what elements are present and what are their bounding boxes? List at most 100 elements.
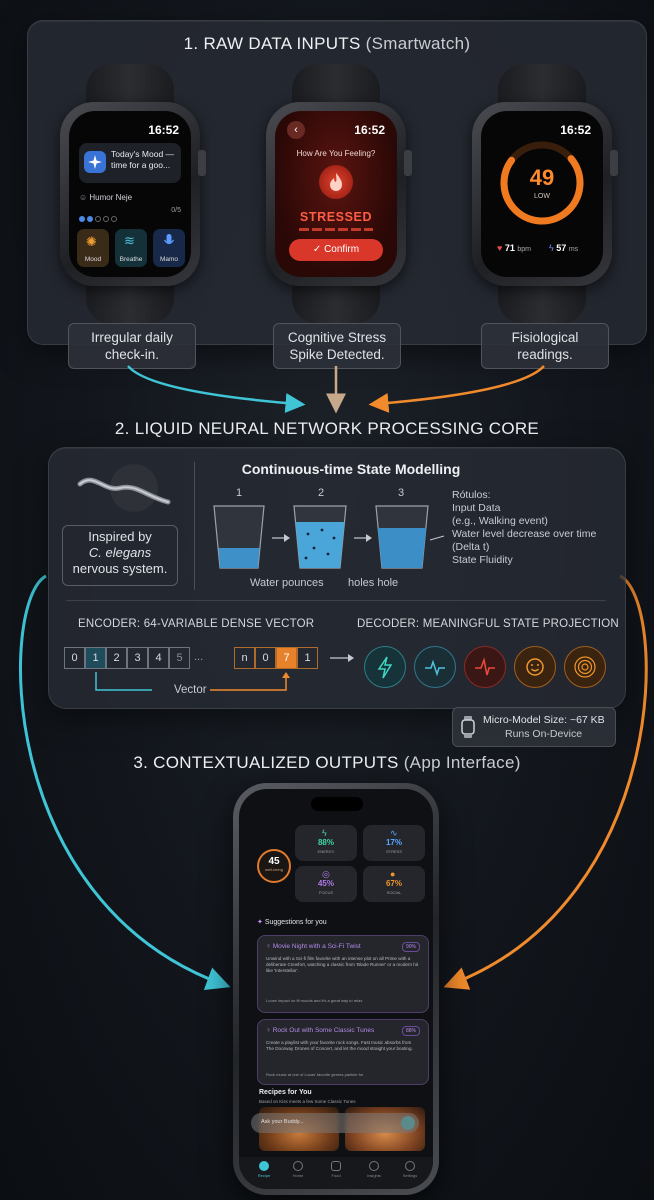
heart-rate: ♥ 71 bpm (497, 243, 531, 253)
suggestion-card-movie[interactable]: ♀ Movie Night with a Sci-Fi Twist 90% Un… (257, 935, 429, 1013)
suggestion-card-music[interactable]: ♀ Rock Out with Some Classic Tunes 88% C… (257, 1019, 429, 1085)
nav-label: Food (331, 1173, 341, 1178)
card-title-row: ♀ Rock Out with Some Classic Tunes (266, 1027, 374, 1034)
water-caption-2: holes hole (348, 577, 399, 589)
rotulo-water-level: Water level decrease over time (452, 528, 597, 540)
smartwatch-checkin: 16:52 Today's Mood — time for a goo... ☺… (50, 64, 210, 324)
worm-icon (74, 462, 174, 516)
sparkle-icon: ✦ (257, 919, 263, 926)
stress-meter (299, 228, 373, 231)
score-value: 49 (529, 165, 555, 190)
stat-label: ENERGY (317, 849, 335, 854)
tile-mamo-label: Mamo (159, 256, 179, 263)
cup-number-3: 3 (398, 487, 405, 499)
section-3-title-sub: (App Interface) (403, 753, 521, 772)
smile-icon: ☺ (79, 193, 88, 202)
stat-energy[interactable]: ϟ 88% ENERGY (295, 825, 357, 861)
micro-model-runs: Runs On-Device (505, 728, 583, 740)
rotulo-input-example: (e.g., Walking event) (452, 515, 548, 527)
nav-insights[interactable]: Insights (361, 1161, 387, 1178)
stat-label: STRESS (385, 849, 402, 854)
phone-screen: 45 well-being ϟ 88% ENERGY ∿ 17% STRESS … (239, 789, 433, 1189)
target-rings-icon (564, 646, 606, 688)
card1-title: Movie Night with a Sci-Fi Twist (272, 943, 361, 950)
ask-buddy-input[interactable]: Ask your Buddy... (251, 1113, 419, 1133)
vector-bracket (95, 672, 290, 691)
section-2-title: 2. LIQUID NEURAL NETWORK PROCESSING CORE (114, 419, 540, 438)
card1-body: Unwind with a Sci-fi film favorite with … (266, 956, 419, 974)
score-label: LOW (534, 193, 550, 200)
rotulo-input: Input Data (452, 502, 501, 514)
bpm-value: 71 (504, 243, 515, 253)
vector-cell: 1 (297, 647, 318, 669)
inspired-line-1: Inspired by (88, 529, 152, 544)
recipes-title: Recipes for You (259, 1089, 312, 1096)
bolt-icon: ϟ (549, 243, 554, 253)
nav-recipe[interactable]: Recipe (251, 1161, 277, 1178)
mood-score-ring: 45 well-being (257, 849, 291, 883)
bolt-icon: ϟ (322, 828, 327, 838)
suggestions-title-text: Suggestions for you (264, 919, 327, 926)
inspired-line-2: C. elegans (88, 545, 152, 560)
section-1-title-sub: (Smartwatch) (365, 34, 471, 53)
vector-label: Vector (174, 684, 207, 696)
vector-cell: 3 (127, 647, 148, 669)
cup-number-1: 1 (236, 487, 243, 499)
stat-focus[interactable]: ◎ 45% FOCUS (295, 866, 357, 902)
stat-stress[interactable]: ∿ 17% STRESS (363, 825, 425, 861)
confirm-button[interactable]: ✓ Confirm (289, 239, 383, 261)
nav-food[interactable]: Food (323, 1161, 349, 1178)
hrv-value: 57 (556, 243, 567, 253)
home-icon (293, 1161, 303, 1171)
inspired-line-3: nervous system. (72, 561, 168, 576)
watch-screen: 16:52 Today's Mood — time for a goo... ☺… (69, 111, 191, 277)
water-caption-1: Water pounces (250, 577, 324, 589)
nav-label: Settings (402, 1173, 418, 1178)
humor-label: Humor Neje (89, 193, 133, 202)
humor-row: ☺ Humor Neje (79, 193, 132, 202)
core-hdivider (66, 600, 606, 601)
tile-breathe[interactable]: ≋ Breathe (115, 229, 147, 267)
vector-cell: 5 (169, 647, 190, 669)
watch-screen: ‹ 16:52 How Are You Feeling? STRESSED ✓ … (275, 111, 397, 277)
nav-settings[interactable]: Settings (397, 1161, 423, 1178)
core-divider (194, 462, 195, 590)
tile-mood[interactable]: ✺ Mood (77, 229, 109, 267)
chat-icon (331, 1161, 341, 1171)
nav-home[interactable]: Home (285, 1161, 311, 1178)
card2-body: Create a playlist with your favorite roc… (266, 1040, 413, 1052)
micro-model-size: Micro-Model Size: ~67 KB (483, 714, 605, 726)
bulb-icon: ♀ (266, 943, 271, 950)
ask-buddy-placeholder: Ask your Buddy... (261, 1119, 304, 1125)
mood-score: 45 (268, 856, 280, 867)
vector-ellipsis: ... (194, 651, 204, 663)
send-icon[interactable] (401, 1116, 415, 1130)
stat-social[interactable]: ● 67% SOCIAL (363, 866, 425, 902)
mood-card[interactable]: Today's Mood — time for a goo... (79, 143, 181, 183)
rotulos-list: Rótulos: Input Data (e.g., Walking event… (452, 489, 596, 567)
card2-foot: Rock music at one of Lucas' favorite gen… (266, 1072, 364, 1077)
wind-icon: ≋ (124, 233, 135, 248)
vector-cell: 7 (276, 647, 297, 669)
heart-icon: ♥ (497, 243, 503, 253)
people-icon: ● (390, 869, 396, 879)
watch-time: 16:52 (354, 123, 385, 137)
card1-badge: 90% (401, 942, 420, 952)
stress-state: STRESSED (299, 210, 373, 224)
rotulo-delta: (Delta t) (452, 541, 490, 553)
nav-label: Insights (367, 1173, 381, 1178)
stat-label: SOCIAL (386, 890, 402, 895)
watch-icon (461, 716, 475, 743)
back-icon[interactable]: ‹ (287, 121, 305, 139)
progress-dots: 0/5 (79, 207, 185, 222)
energy-bolt-icon (364, 646, 406, 688)
tile-mood-label: Mood (84, 256, 102, 263)
dense-vector: 0 1 2 3 4 5 ... n 0 7 1 (64, 647, 324, 669)
vector-cell: 4 (148, 647, 169, 669)
vector-cell: 2 (106, 647, 127, 669)
tile-mamo[interactable]: Mamo (153, 229, 185, 267)
nav-label: Recipe (257, 1173, 271, 1178)
watch-screen: 16:52 49 LOW ♥ 71 bpm ϟ 57 ms (481, 111, 603, 277)
sparkle-icon (84, 151, 106, 173)
